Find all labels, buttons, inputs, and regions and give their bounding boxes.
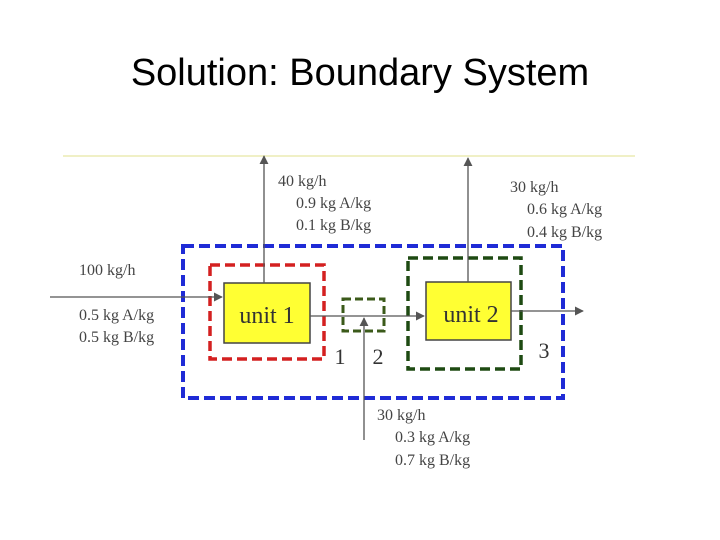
unit2-label: unit 2 bbox=[443, 302, 498, 328]
top2-comp-b-label: 0.4 kg B/kg bbox=[527, 224, 602, 241]
feed-rate-label: 100 kg/h bbox=[79, 262, 135, 279]
feed-comp-a-label: 0.5 kg A/kg bbox=[79, 307, 154, 324]
top1-rate-label: 40 kg/h bbox=[278, 173, 326, 190]
top1-comp-b-label: 0.1 kg B/kg bbox=[296, 217, 371, 234]
boundary-number-2: 2 bbox=[373, 344, 384, 369]
top2-rate-label: 30 kg/h bbox=[510, 179, 558, 196]
unit1-label: unit 1 bbox=[239, 303, 294, 329]
unit2-boundary bbox=[406, 256, 523, 371]
unit1-boundary bbox=[208, 263, 326, 361]
unit1-box bbox=[223, 282, 311, 344]
bottom-feed-comp-a-label: 0.3 kg A/kg bbox=[395, 429, 470, 446]
boundary-number-3: 3 bbox=[539, 338, 550, 363]
boundary-number-1: 1 bbox=[335, 344, 346, 369]
bottom-feed-rate-label: 30 kg/h bbox=[377, 407, 425, 424]
feed-comp-b-label: 0.5 kg B/kg bbox=[79, 329, 154, 346]
bottom-feed-comp-b-label: 0.7 kg B/kg bbox=[395, 452, 470, 469]
top1-comp-a-label: 0.9 kg A/kg bbox=[296, 195, 371, 212]
top2-comp-a-label: 0.6 kg A/kg bbox=[527, 201, 602, 218]
outer-system-boundary bbox=[181, 244, 565, 400]
slide-title: Solution: Boundary System bbox=[130, 52, 590, 94]
